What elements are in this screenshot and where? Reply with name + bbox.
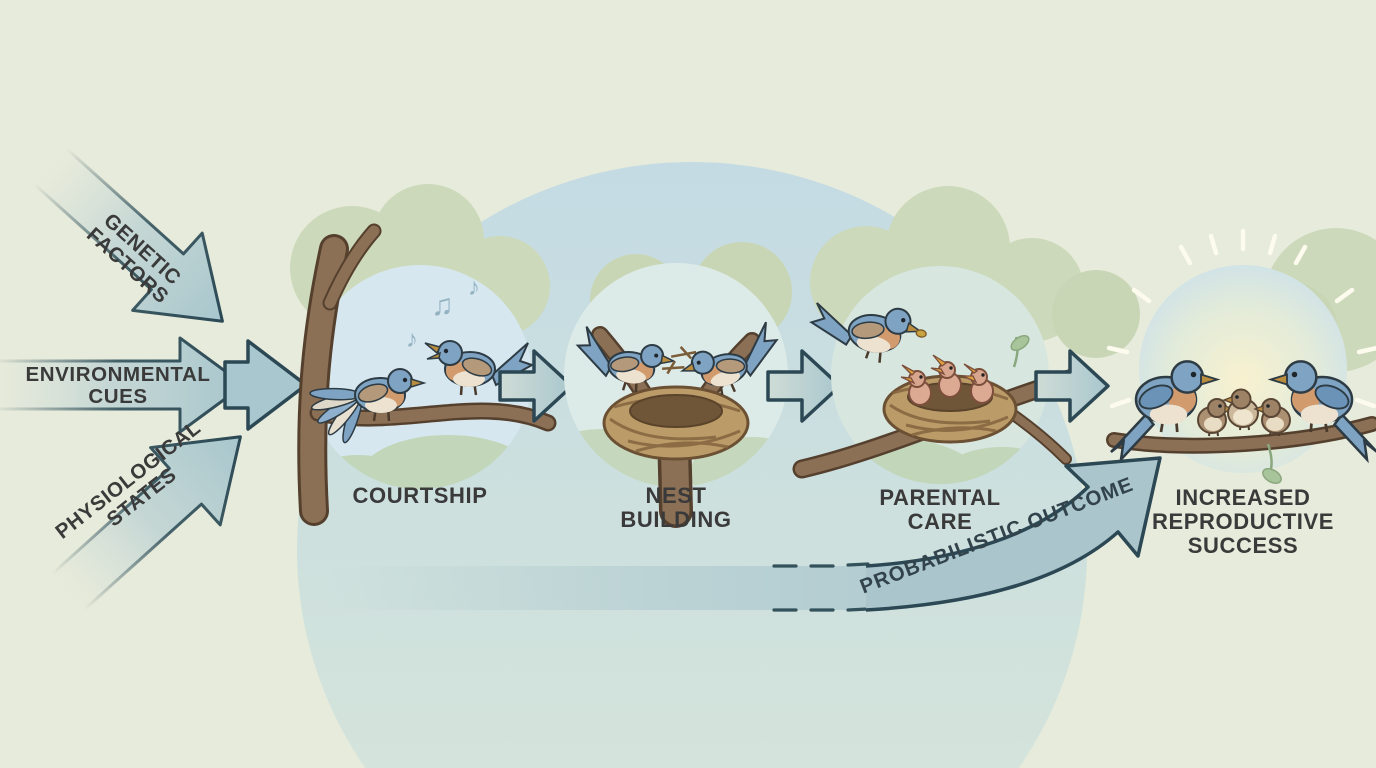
stage-arrow-1 — [498, 349, 574, 423]
stage-arrow-2 — [766, 349, 842, 423]
stage-success-scene — [1106, 228, 1376, 484]
bluebird-singing — [424, 340, 535, 396]
food — [915, 329, 927, 338]
fledgling — [1222, 388, 1259, 431]
environmental-cues-label: ENVIRONMENTAL CUES — [25, 363, 211, 408]
scene-circle — [308, 265, 532, 489]
outcome-arrow-outline — [865, 456, 1162, 612]
outcome-arrow-fading-tail — [328, 566, 874, 610]
chick — [900, 364, 932, 406]
nest-building-label: NEST BUILDING — [620, 483, 732, 532]
chicks — [900, 354, 994, 406]
input-arrows — [0, 146, 308, 612]
chick — [962, 363, 994, 404]
bluebird-builder-left — [575, 326, 697, 393]
outcome-arrow-dashes — [772, 562, 870, 612]
svg-text:♫: ♫ — [431, 289, 454, 322]
bluebird-display — [309, 368, 427, 444]
twig — [670, 346, 697, 360]
adult-bluebird-left — [1110, 360, 1221, 464]
chick — [930, 354, 962, 398]
environmental-cues-arrow — [0, 336, 246, 434]
leaf — [1262, 468, 1282, 484]
stage-nest-building-scene — [564, 263, 788, 528]
convergence-arrowhead — [223, 339, 308, 431]
glow-circle — [1139, 265, 1347, 473]
nest — [602, 385, 750, 461]
music-notes-icon: ♪ ♫ ♪ — [406, 274, 480, 353]
fledglings — [1197, 388, 1291, 437]
fledgling — [1253, 398, 1291, 437]
svg-text:♪: ♪ — [468, 274, 480, 301]
twig — [662, 360, 685, 375]
courtship-label: COURTSHIP — [352, 483, 488, 508]
svg-text:♪: ♪ — [406, 326, 418, 353]
physiological-states-arrow — [50, 435, 242, 612]
adult-bluebird-right — [1267, 360, 1376, 464]
probabilistic-outcome-arrow — [328, 456, 1162, 612]
increased-reproductive-success-label: INCREASED REPRODUCTIVE SUCCESS — [1152, 485, 1334, 558]
genetic-factors-arrow — [32, 146, 224, 323]
sunburst-rays — [1106, 228, 1376, 409]
fledgling — [1197, 398, 1235, 437]
stage-parental-care-scene — [792, 266, 1086, 484]
stage-courtship-scene: ♪ ♫ ♪ — [297, 223, 557, 526]
stage-arrow-3 — [1034, 349, 1110, 423]
leaf-sprig — [1010, 334, 1030, 368]
bluebird-builder-right — [662, 321, 779, 396]
parental-care-label: PARENTAL CARE — [879, 485, 1001, 534]
outcome-arrow-body — [866, 458, 1160, 610]
parent-bird — [809, 302, 927, 363]
